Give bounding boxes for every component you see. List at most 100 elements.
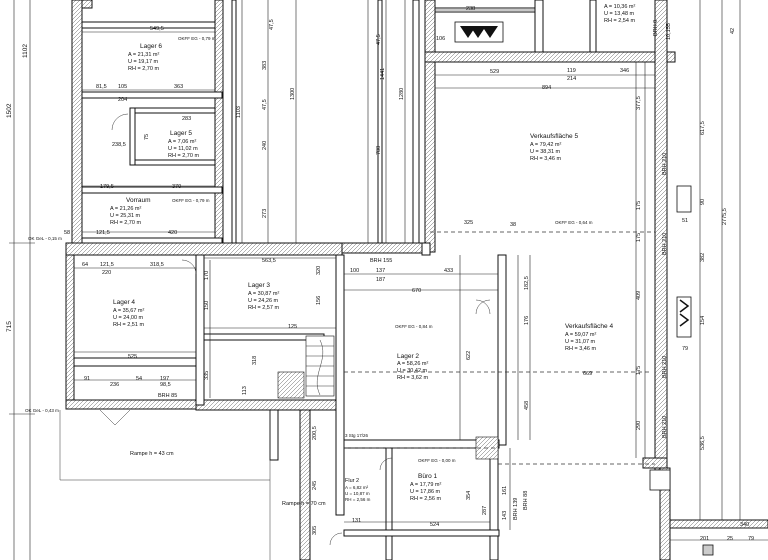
svg-text:204: 204 [118,97,127,103]
svg-text:38: 38 [510,222,516,228]
room-verkaufsflaeche-5: Verkaufsfläche 5 A = 79,42 m² U = 38,31 … [530,133,578,162]
room-name: Lager 2 [397,353,419,360]
svg-text:42: 42 [730,28,736,34]
svg-text:290: 290 [636,421,642,430]
svg-text:BRH 210: BRH 210 [662,233,668,255]
svg-text:283: 283 [182,116,191,122]
svg-text:617,5: 617,5 [700,121,706,135]
svg-text:58: 58 [64,230,70,236]
svg-text:201: 201 [700,536,709,542]
svg-text:137: 137 [376,268,385,274]
svg-text:RH = 2,51 m: RH = 2,51 m [113,322,144,328]
svg-text:245: 245 [312,481,318,490]
right-windows [649,185,714,556]
svg-text:175: 175 [636,233,642,242]
dashed-beams [344,231,655,465]
svg-text:320: 320 [316,266,322,275]
dimension-labels: 549,5 81,5 105 204 363 283 238,5 179,5 3… [64,6,754,542]
room-lager3: Lager 3 A = 30,87 m² U = 24,26 m RH = 2,… [248,282,280,311]
svg-text:47,5: 47,5 [262,99,268,110]
staircase [277,335,499,460]
svg-text:BRH 155: BRH 155 [370,258,392,264]
svg-text:143: 143 [502,511,508,520]
svg-text:90: 90 [700,199,706,205]
svg-text:182,5: 182,5 [524,276,530,290]
svg-text:A = 58,26 m²: A = 58,26 m² [397,361,429,367]
svg-text:Rampe h = 70 cm: Rampe h = 70 cm [282,501,326,507]
svg-text:363: 363 [174,84,183,90]
svg-text:179,5: 179,5 [100,184,114,190]
svg-text:BRH 88: BRH 88 [523,491,529,510]
svg-text:549,5: 549,5 [150,26,164,32]
svg-text:106: 106 [436,36,445,42]
svg-text:10,155: 10,155 [666,23,672,40]
svg-text:U = 38,31 m: U = 38,31 m [530,149,561,155]
svg-text:200,5: 200,5 [312,426,318,440]
svg-text:RH = 3,46 m: RH = 3,46 m [565,346,596,352]
svg-text:OKFF EG - 0,84 m: OKFF EG - 0,84 m [395,324,433,329]
svg-text:Rampe h = 43 cm: Rampe h = 43 cm [130,451,174,457]
svg-text:BRH 85: BRH 85 [158,393,177,399]
svg-text:305: 305 [312,526,318,535]
svg-text:98,5: 98,5 [160,382,171,388]
svg-text:318,5: 318,5 [150,262,164,268]
room-name: Verkaufsfläche 5 [530,133,578,140]
svg-text:409: 409 [636,291,642,300]
room-flur-2: Flur 2 A = 6,82 m² U = 10,87 m RH = 2,56… [345,478,371,502]
svg-text:788: 788 [376,146,382,155]
svg-text:A = 21,31 m²: A = 21,31 m² [128,52,160,58]
room-name: Flur 2 [345,478,359,484]
svg-text:113: 113 [242,386,248,395]
svg-text:A = 35,67 m²: A = 35,67 m² [113,308,145,314]
svg-text:U = 19,17 m: U = 19,17 m [128,59,159,65]
svg-text:1441: 1441 [380,68,386,80]
svg-text:BRH 0: BRH 0 [653,20,659,36]
svg-text:U = 10,87 m: U = 10,87 m [345,491,370,496]
svg-text:RH = 2,70 m: RH = 2,70 m [110,220,141,226]
svg-text:91: 91 [84,376,90,382]
room-lager6: Lager 6 A = 21,31 m² U = 19,17 m RH = 2,… [128,43,162,72]
room-lager4: Lager 4 A = 35,67 m² U = 24,00 m RH = 2,… [113,299,145,328]
svg-text:458: 458 [524,401,530,410]
svg-text:OKFF EG - 0,79 m: OKFF EG - 0,79 m [172,198,210,203]
room-name: Lager 6 [140,43,162,50]
svg-text:670: 670 [412,288,421,294]
svg-text:A = 7,06 m²: A = 7,06 m² [168,139,196,145]
svg-text:BRH 210: BRH 210 [662,153,668,175]
svg-text:81,5: 81,5 [96,84,107,90]
svg-text:U = 13,48 m: U = 13,48 m [604,11,635,17]
kitchen-fixture [454,21,504,43]
svg-text:197: 197 [160,376,169,382]
svg-text:161: 161 [502,486,508,495]
svg-text:240: 240 [262,141,268,150]
svg-text:105: 105 [118,84,127,90]
room-name: Lager 5 [170,130,192,137]
svg-text:64: 64 [82,262,88,268]
dim-1502: 1502 [6,103,13,118]
svg-text:536,5: 536,5 [700,436,706,450]
svg-text:U = 25,31 m: U = 25,31 m [110,213,141,219]
room-top-right: A = 10,36 m² U = 13,48 m RH = 2,54 m [604,4,636,24]
svg-text:BRH 139: BRH 139 [513,498,519,520]
svg-text:U = 30,42 m: U = 30,42 m [397,368,428,374]
svg-text:156: 156 [316,296,322,305]
svg-text:RH = 2,54 m: RH = 2,54 m [604,18,635,24]
svg-text:524: 524 [430,522,439,528]
room-name: Vorraum [126,197,151,204]
svg-text:1300: 1300 [290,88,296,100]
svg-text:154: 154 [700,316,706,325]
svg-text:669: 669 [583,371,592,377]
svg-text:1103: 1103 [236,106,242,118]
svg-text:BRH 210: BRH 210 [662,416,668,438]
walls [65,0,768,560]
svg-text:150: 150 [204,301,210,310]
svg-text:A = 59,07 m²: A = 59,07 m² [565,332,597,338]
svg-text:525: 525 [128,354,137,360]
dim-1102: 1102 [22,44,29,58]
ramps [59,409,271,560]
room-lager5: Lager 5 A = 7,06 m² U = 11,02 m RH = 2,7… [168,130,199,159]
svg-text:RH = 3,62 m: RH = 3,62 m [397,375,428,381]
svg-text:125: 125 [288,324,297,330]
doors [111,113,491,546]
